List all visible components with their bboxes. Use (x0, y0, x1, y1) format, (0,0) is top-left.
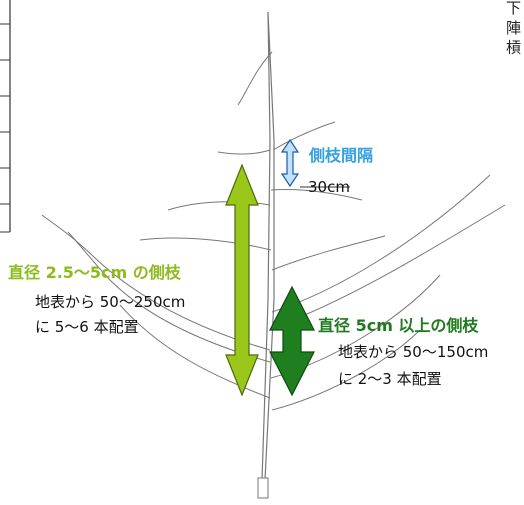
thick-branch-line1: 地表から 50～150cm (338, 343, 489, 361)
thin-branch-line1: 地表から 50～250cm (35, 293, 186, 311)
branch (271, 235, 386, 271)
thick-branch-title: 直径 5cm 以上の側枝 (318, 316, 479, 335)
branch (270, 189, 363, 201)
branch (41, 214, 271, 351)
spacing-value: 30cm (308, 178, 350, 196)
thick-branch-line2: に 2～3 本配置 (338, 370, 442, 388)
branch (119, 304, 271, 399)
branch (237, 51, 273, 106)
branch (271, 174, 491, 313)
thick-branch-range-arrow (269, 285, 315, 397)
branch (167, 201, 271, 211)
branches (41, 51, 506, 411)
spacing-title: 側枝間隔 (309, 146, 374, 165)
branch (217, 149, 271, 155)
thin-branch-title: 直径 2.5～5cm の側枝 (8, 263, 181, 282)
branch (272, 121, 336, 151)
left-table-fragment (0, 0, 11, 233)
branch (271, 204, 506, 329)
branch (271, 329, 421, 411)
thin-branch-range-arrow (225, 163, 259, 397)
branch (67, 231, 271, 363)
edge-vertical-text: 下 陣 槓 (504, 0, 522, 55)
spacing-arrow (280, 138, 300, 188)
thin-branch-line2: に 5～6 本配置 (35, 318, 139, 336)
trunk-base (257, 477, 269, 499)
branch (139, 237, 272, 251)
